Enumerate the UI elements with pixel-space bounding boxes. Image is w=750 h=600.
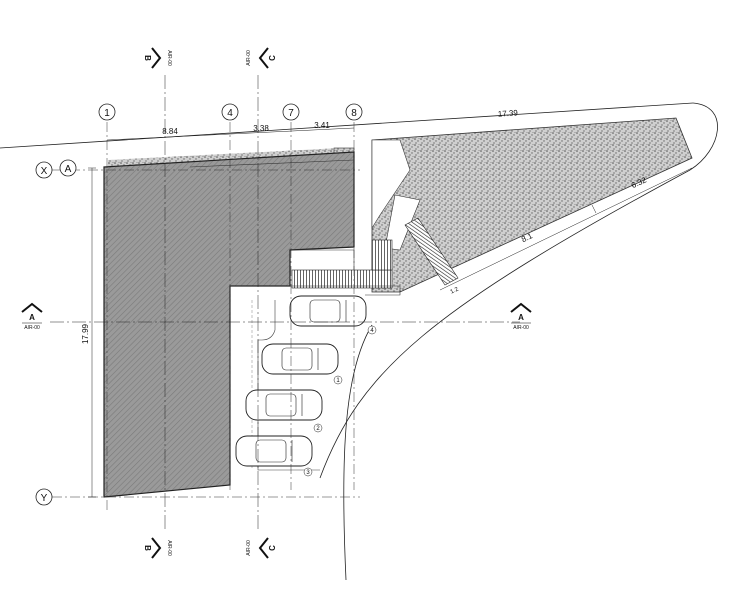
parking-numbers: 1 2 3 4 [303, 325, 377, 477]
section-code-b-bottom: AIR-00 [166, 540, 172, 556]
section-marker-a-left: A AIR-00 [21, 302, 43, 331]
dim-small: 1.2 [450, 286, 461, 295]
section-code-b-top: AIR-00 [166, 50, 172, 66]
parking-number-3: 3 [303, 467, 313, 477]
parking-number-2: 2 [313, 423, 323, 433]
svg-text:Y: Y [41, 493, 48, 504]
grid-lines [52, 122, 360, 510]
grid-col-4: 4 [221, 103, 239, 121]
svg-text:C: C [268, 545, 277, 551]
grid-row-y: Y [35, 488, 53, 506]
svg-text:A: A [65, 164, 72, 175]
parking-number-1: 1 [333, 375, 343, 385]
svg-text:8: 8 [351, 108, 357, 119]
section-code-c-bottom: AIR-00 [246, 540, 252, 556]
dim-top-total: 17.39 [498, 108, 519, 118]
dim-diag-lower: 8.1 [520, 231, 534, 244]
property-boundary [0, 102, 718, 581]
walkway [371, 139, 421, 251]
grid-col-7: 7 [282, 103, 300, 121]
section-marker-a-right: A AIR-00 [510, 302, 532, 331]
svg-text:4: 4 [370, 328, 374, 334]
dimension-lines [88, 127, 693, 498]
svg-text:C: C [268, 55, 277, 61]
svg-text:AIR-00: AIR-00 [24, 325, 40, 331]
grid-col-1: 1 [98, 103, 116, 121]
section-marker-c-bottom: C [258, 537, 277, 559]
car-3 [245, 389, 323, 421]
section-marker-c-top: C [258, 47, 277, 69]
dim-seg1: 8.84 [162, 127, 178, 136]
svg-text:1: 1 [104, 108, 110, 119]
dim-left-height: 17.99 [81, 323, 90, 344]
svg-text:3: 3 [306, 470, 310, 476]
svg-text:B: B [143, 545, 152, 551]
grid-col-8: 8 [345, 103, 363, 121]
section-marker-b-top: B [143, 47, 162, 69]
svg-text:2: 2 [316, 426, 320, 432]
grid-row-a: A [59, 159, 77, 177]
car-4 [235, 435, 313, 467]
grid-row-x: X [35, 161, 53, 179]
dim-seg2: 3.38 [253, 124, 269, 133]
svg-text:7: 7 [288, 108, 294, 119]
parking-number-4: 4 [367, 325, 377, 335]
dim-seg3: 3.41 [314, 121, 330, 130]
section-lines [50, 75, 520, 530]
svg-text:X: X [41, 166, 48, 177]
car-2 [261, 343, 339, 375]
svg-text:A: A [518, 313, 524, 322]
svg-text:AIR-00: AIR-00 [513, 325, 529, 331]
car-1 [289, 295, 367, 327]
svg-text:A: A [29, 313, 35, 322]
section-marker-b-bottom: B [143, 537, 162, 559]
svg-text:1: 1 [336, 378, 340, 384]
section-code-c-top: AIR-00 [246, 50, 252, 66]
svg-text:B: B [143, 55, 152, 61]
stairs [291, 217, 459, 289]
svg-text:4: 4 [227, 108, 233, 119]
